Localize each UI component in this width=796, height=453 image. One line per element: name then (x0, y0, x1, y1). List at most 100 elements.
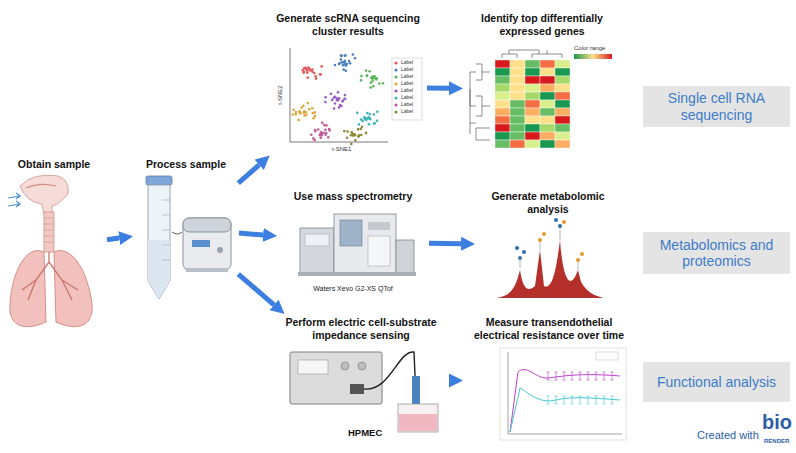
credit-text: RENDER (764, 438, 789, 444)
section-band: Functional analysis (643, 362, 790, 402)
tsne-dots-part (295, 111, 298, 114)
step-title: Measure transendothelial electrical resi… (466, 316, 632, 341)
tube-and-centrifuge-part (148, 240, 170, 299)
error-bars-part (563, 372, 566, 380)
heatmap-cells-part (555, 132, 570, 140)
tsne-dots-part (292, 113, 295, 116)
teer-chart-part (508, 434, 622, 435)
metabolomic-spectrum-part (520, 228, 578, 270)
heatmap-cells-part (540, 108, 555, 116)
tsne-legend-dots-part (394, 110, 397, 113)
tsne-dots-part (350, 131, 353, 134)
error-bars-part (603, 372, 606, 380)
tsne-dots-part (305, 114, 308, 117)
heatmap-cells-part (540, 68, 555, 76)
heatmap-cells-part (540, 116, 555, 124)
tsne-dots-part (314, 75, 317, 78)
section-band: Metabolomics and proteomics (643, 232, 790, 274)
ecis-instrument-part (398, 404, 438, 432)
teer-chart-part (508, 352, 509, 434)
heatmap-cells-part (495, 100, 510, 108)
tsne-dots-part (306, 72, 309, 75)
legend-label: Label (401, 102, 413, 107)
flow-arrow (107, 238, 119, 240)
flow-arrow (239, 233, 263, 235)
heatmap-cells-part (555, 68, 570, 76)
tsne-dots-part (325, 132, 328, 135)
heatmap-cells-part (555, 108, 570, 116)
heatmap-cells-part (540, 60, 555, 68)
tsne-dots-part (356, 112, 359, 115)
tsne-dots-part (310, 133, 313, 136)
tsne-dots-part (348, 60, 351, 63)
heatmap-cells-part (525, 92, 540, 100)
tsne-dots-part (359, 128, 362, 131)
tsne-dots-part (366, 74, 369, 77)
lung-illustration-part (26, 184, 56, 188)
tsne-dots-part (334, 102, 337, 105)
tsne-dots-part (353, 133, 356, 136)
teer-chart-part (510, 370, 620, 432)
error-bars-part (595, 396, 598, 404)
tsne-dots-part (375, 78, 378, 81)
heatmap-cells-part (525, 108, 540, 116)
tube-and-centrifuge-part (162, 200, 170, 260)
error-bars-part (587, 372, 590, 380)
tsne-dots-part (344, 94, 347, 97)
tsne-dots-part (376, 111, 379, 114)
ecis-instrument (290, 352, 438, 432)
tsne-dots-part (354, 139, 357, 142)
tsne-dots-part (371, 80, 374, 83)
heatmap-cells-part (495, 116, 510, 124)
error-bars-part (595, 372, 598, 380)
heatmap-cells-part (525, 84, 540, 92)
tsne-dots-part (319, 137, 322, 140)
tsne-dots-part (350, 143, 353, 146)
metabolomic-spectrum-part-part (538, 238, 542, 242)
step-title: Obtain sample (4, 158, 104, 171)
metabolomic-spectrum-part-part (554, 218, 558, 222)
tsne-dots-part (334, 64, 337, 67)
tsne-dots-part (354, 134, 357, 137)
heatmap-cells-part (510, 76, 525, 84)
error-bars-part (547, 396, 550, 404)
tsne-dots-part (342, 64, 345, 67)
tsne-dots-part (373, 113, 376, 116)
tsne-dots-part (354, 134, 357, 137)
heatmap-part (502, 50, 562, 58)
tsne-dots-part (370, 77, 373, 80)
tsne-dots-part (373, 122, 376, 125)
tsne-dots-part (358, 134, 361, 137)
tsne-legend-dots-part (394, 61, 397, 64)
metabolomic-spectrum-part (538, 220, 584, 262)
heatmap-cells-part (540, 132, 555, 140)
error-bars-part (571, 372, 574, 380)
heatmap-cells-part (495, 132, 510, 140)
heatmap-cells-part (540, 92, 555, 100)
tube-and-centrifuge-part-part (162, 230, 170, 231)
legend-label: Label (401, 74, 413, 79)
tsne-dots-part (297, 119, 300, 122)
tube-and-centrifuge-part (183, 218, 231, 270)
tsne-dots-part (317, 128, 320, 131)
ecis-instrument-part (399, 414, 437, 431)
heatmap-cells-part (495, 140, 510, 148)
step-title: Process sample (136, 158, 236, 171)
teer-chart-part (510, 388, 620, 432)
heatmap-cells-part (510, 100, 525, 108)
lung-illustration-part-part (44, 224, 54, 225)
heatmap-cells-part (555, 124, 570, 132)
tsne-dots-part (342, 100, 345, 103)
tsne-legend-dots-part (394, 82, 397, 85)
tsne-dots (292, 53, 385, 145)
heatmap-cells-part (540, 100, 555, 108)
tsne-dots-part (344, 54, 347, 57)
tube-and-centrifuge-part (172, 232, 182, 234)
error-bars-part (579, 396, 582, 404)
tsne-dots-part (369, 86, 372, 89)
section-band: Single cell RNA sequencing (643, 86, 790, 127)
tsne-dots-part (292, 109, 295, 112)
tsne-dots-part (307, 102, 310, 105)
error-bars-part (611, 372, 614, 380)
heatmap-cells-part (525, 100, 540, 108)
